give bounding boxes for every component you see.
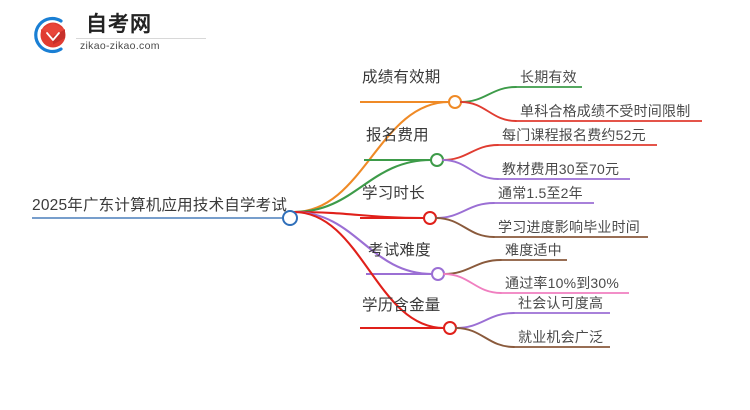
leaf-label-2-1[interactable]: 每门课程报名费约52元 — [502, 127, 646, 143]
branch-node-dot[interactable] — [423, 211, 437, 225]
branch-node-dot[interactable] — [430, 153, 444, 167]
leaf-label-3-1[interactable]: 通常1.5至2年 — [498, 185, 583, 201]
logo-name-cn: 自考网 — [86, 13, 152, 36]
branch-label-3[interactable]: 学习时长 — [362, 185, 425, 202]
leaf-label-4-2[interactable]: 通过率10%到30% — [505, 275, 620, 291]
graduation-cap-icon — [34, 16, 66, 54]
leaf-label-2-2[interactable]: 教材费用30至70元 — [502, 161, 620, 177]
leaf-connector — [435, 217, 495, 238]
leaf-label-1-1[interactable]: 长期有效 — [520, 69, 577, 85]
branch-label-1[interactable]: 成绩有效期 — [362, 69, 441, 86]
leaf-label-1-2[interactable]: 单科合格成绩不受时间限制 — [520, 103, 691, 119]
site-logo[interactable]: 自考网 zikao-zikao.com — [28, 12, 208, 58]
leaf-connector — [455, 327, 515, 348]
branch-node-dot[interactable] — [431, 267, 445, 281]
leaf-label-4-1[interactable]: 难度适中 — [505, 242, 562, 258]
logo-divider — [76, 38, 206, 39]
branch-connector — [292, 210, 426, 220]
branch-label-4[interactable]: 考试难度 — [368, 242, 431, 259]
branch-label-5[interactable]: 学历含金量 — [362, 297, 441, 314]
leaf-connector — [443, 273, 502, 294]
leaf-label-3-2[interactable]: 学习进度影响毕业时间 — [498, 219, 640, 235]
leaf-label-5-2[interactable]: 就业机会广泛 — [518, 329, 604, 345]
leaf-connector — [442, 159, 499, 180]
logo-url: zikao-zikao.com — [80, 40, 160, 52]
branch-label-2[interactable]: 报名费用 — [366, 127, 429, 144]
leaf-connector — [435, 202, 495, 219]
leaf-connector — [460, 86, 517, 103]
leaf-connector — [460, 101, 517, 122]
leaf-connector — [455, 312, 515, 329]
leaf-connector — [443, 259, 502, 275]
root-node-label: 2025年广东计算机应用技术自学考试 — [32, 197, 288, 214]
branch-node-dot[interactable] — [443, 321, 457, 335]
branch-node-dot[interactable] — [448, 95, 462, 109]
leaf-connector — [442, 144, 499, 161]
logo-wordmark: 自考网 zikao-zikao.com — [76, 12, 208, 56]
leaf-label-5-1[interactable]: 社会认可度高 — [518, 295, 604, 311]
